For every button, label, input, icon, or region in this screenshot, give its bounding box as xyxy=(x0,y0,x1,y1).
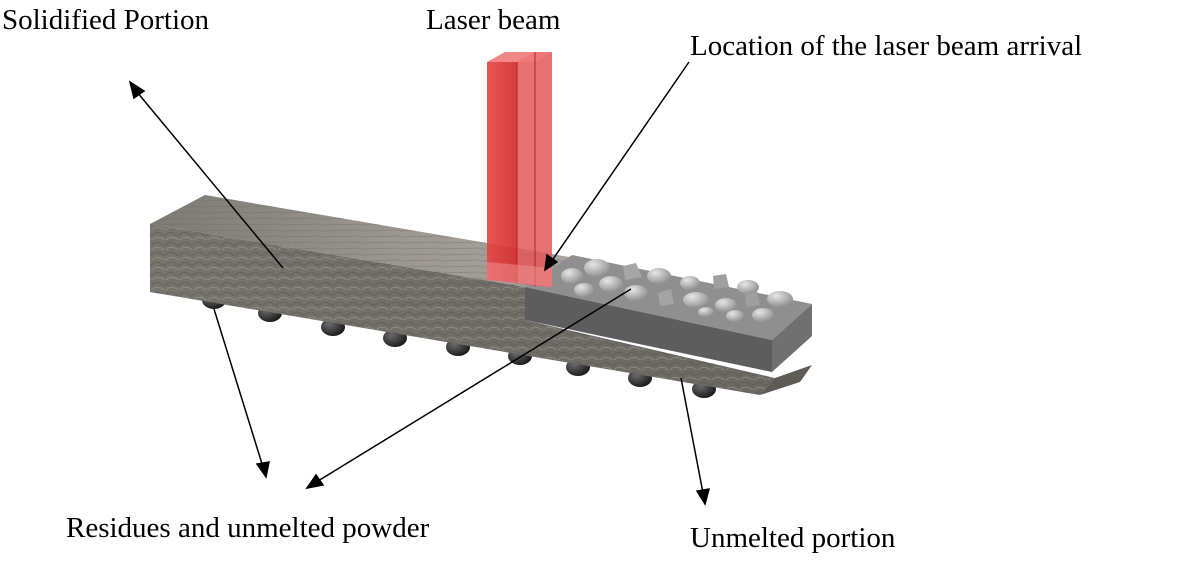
powder-particle xyxy=(713,274,729,289)
laser-beam-front xyxy=(487,62,517,283)
label-residues: Residues and unmelted powder xyxy=(66,512,430,544)
arrow-arrival-line xyxy=(550,61,690,263)
powder-particle xyxy=(683,292,709,308)
arrowhead-icon xyxy=(544,253,559,272)
label-laser-beam: Laser beam xyxy=(426,4,561,36)
powder-particles xyxy=(561,259,793,322)
arrow-solidified-line xyxy=(136,91,284,269)
arrowhead-icon xyxy=(695,488,711,506)
powder-particle xyxy=(680,276,700,290)
laser-beam-top xyxy=(487,52,552,62)
annotation-arrows xyxy=(128,61,711,506)
arrow-residues-line-2 xyxy=(317,288,632,482)
powder-particle xyxy=(726,310,744,322)
laser-beam xyxy=(487,52,552,287)
arrow-residues-line-1 xyxy=(213,308,264,468)
powder-particle xyxy=(698,307,714,317)
track-end-face xyxy=(760,365,812,395)
powder-particle xyxy=(623,263,642,280)
powder-particle xyxy=(584,259,610,277)
label-unmelted-portion: Unmelted portion xyxy=(690,522,896,554)
powder-particle xyxy=(647,268,671,284)
powder-particle xyxy=(752,308,774,322)
powder-particle xyxy=(574,283,594,297)
powder-particle xyxy=(561,268,583,284)
powder-particle xyxy=(624,285,648,301)
solidified-track xyxy=(150,195,812,395)
powder-particle xyxy=(599,276,623,292)
powder-particle xyxy=(658,289,674,306)
powder-bed xyxy=(525,255,812,372)
arrowhead-icon xyxy=(255,461,270,479)
arrow-unmelted-line xyxy=(680,377,704,494)
laser-spot xyxy=(487,262,552,287)
powder-particle xyxy=(767,291,793,307)
arrowhead-icon xyxy=(305,473,325,490)
powder-particle xyxy=(745,291,760,307)
powder-bed-front xyxy=(525,287,772,372)
arrowhead-icon xyxy=(128,80,146,100)
powder-particle xyxy=(715,298,737,312)
label-laser-arrival: Location of the laser beam arrival xyxy=(690,30,1083,62)
powder-particle xyxy=(737,280,759,294)
powder-bed-side xyxy=(772,304,812,372)
label-solidified-portion: Solidified Portion xyxy=(2,4,210,36)
